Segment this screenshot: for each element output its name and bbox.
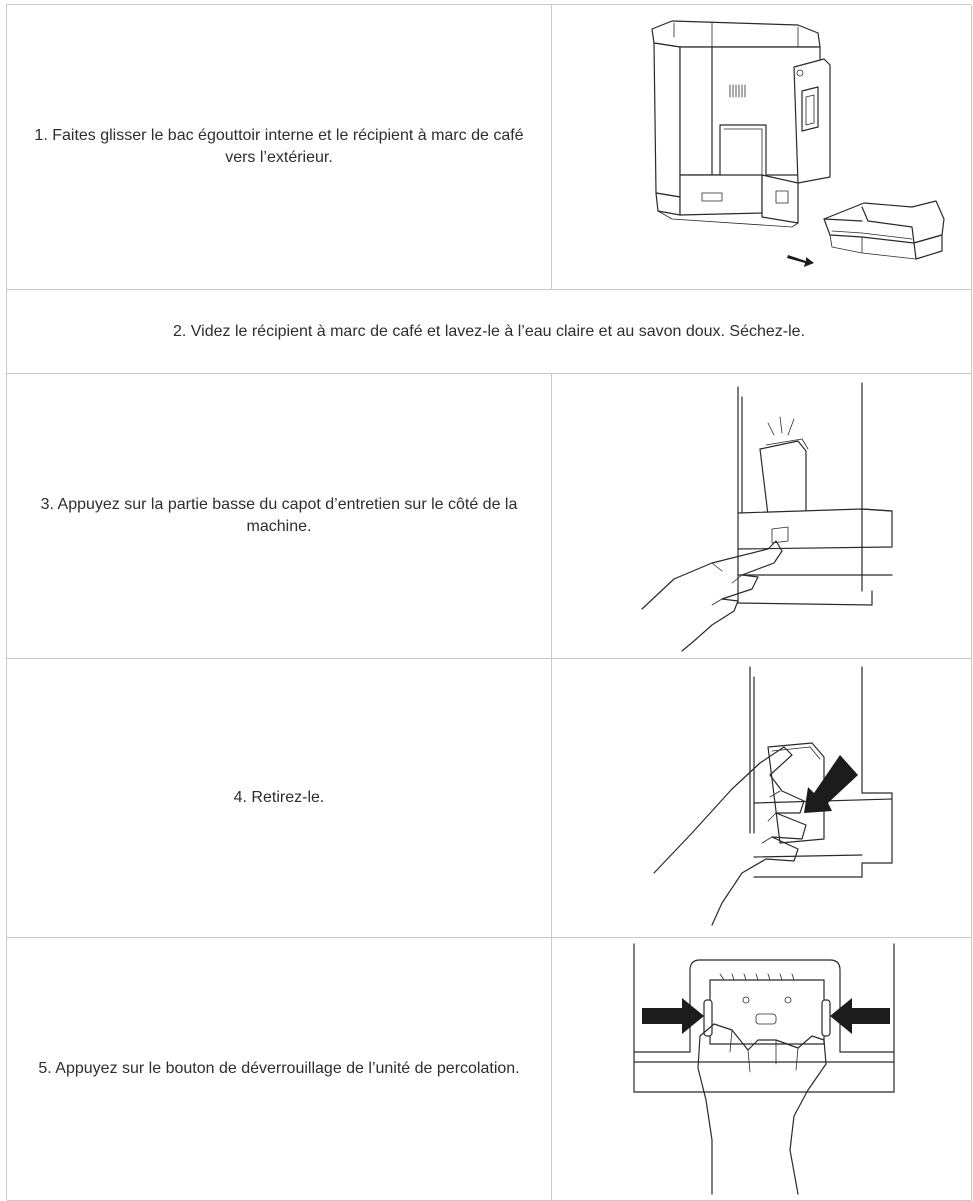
step-5-image-cell bbox=[552, 938, 972, 1200]
instruction-table: 1. Faites glisser le bac égouttoir inter… bbox=[6, 4, 972, 1201]
step-row-5: 5. Appuyez sur le bouton de déverrouilla… bbox=[7, 938, 972, 1201]
service-cover-press-illustration bbox=[640, 381, 893, 652]
step-4-image-cell bbox=[552, 659, 972, 937]
step-3-image-cell bbox=[552, 374, 972, 658]
step-3-text-cell: 3. Appuyez sur la partie basse du capot … bbox=[7, 374, 552, 658]
step-row-3: 3. Appuyez sur la partie basse du capot … bbox=[7, 374, 972, 659]
step-1-text: 1. Faites glisser le bac égouttoir inter… bbox=[34, 127, 524, 166]
coffee-machine-drip-tray-illustration bbox=[650, 20, 945, 267]
step-row-1: 1. Faites glisser le bac égouttoir inter… bbox=[7, 5, 972, 290]
step-2-text: 2. Videz le récipient à marc de café et … bbox=[172, 322, 806, 340]
step-2-text-cell: 2. Videz le récipient à marc de café et … bbox=[7, 290, 972, 373]
step-row-2: 2. Videz le récipient à marc de café et … bbox=[7, 290, 972, 374]
step-5-text: 5. Appuyez sur le bouton de déverrouilla… bbox=[38, 1060, 520, 1077]
step-3-text: 3. Appuyez sur la partie basse du capot … bbox=[40, 496, 518, 535]
step-1-text-cell: 1. Faites glisser le bac égouttoir inter… bbox=[7, 5, 552, 289]
step-4-text-cell: 4. Retirez-le. bbox=[7, 659, 552, 937]
step-1-image-cell bbox=[552, 5, 972, 289]
step-row-4: 4. Retirez-le. bbox=[7, 659, 972, 938]
service-cover-remove-illustration bbox=[652, 666, 893, 926]
step-4-text: 4. Retirez-le. bbox=[233, 789, 325, 806]
brew-unit-release-illustration bbox=[632, 943, 895, 1195]
step-5-text-cell: 5. Appuyez sur le bouton de déverrouilla… bbox=[7, 938, 552, 1200]
